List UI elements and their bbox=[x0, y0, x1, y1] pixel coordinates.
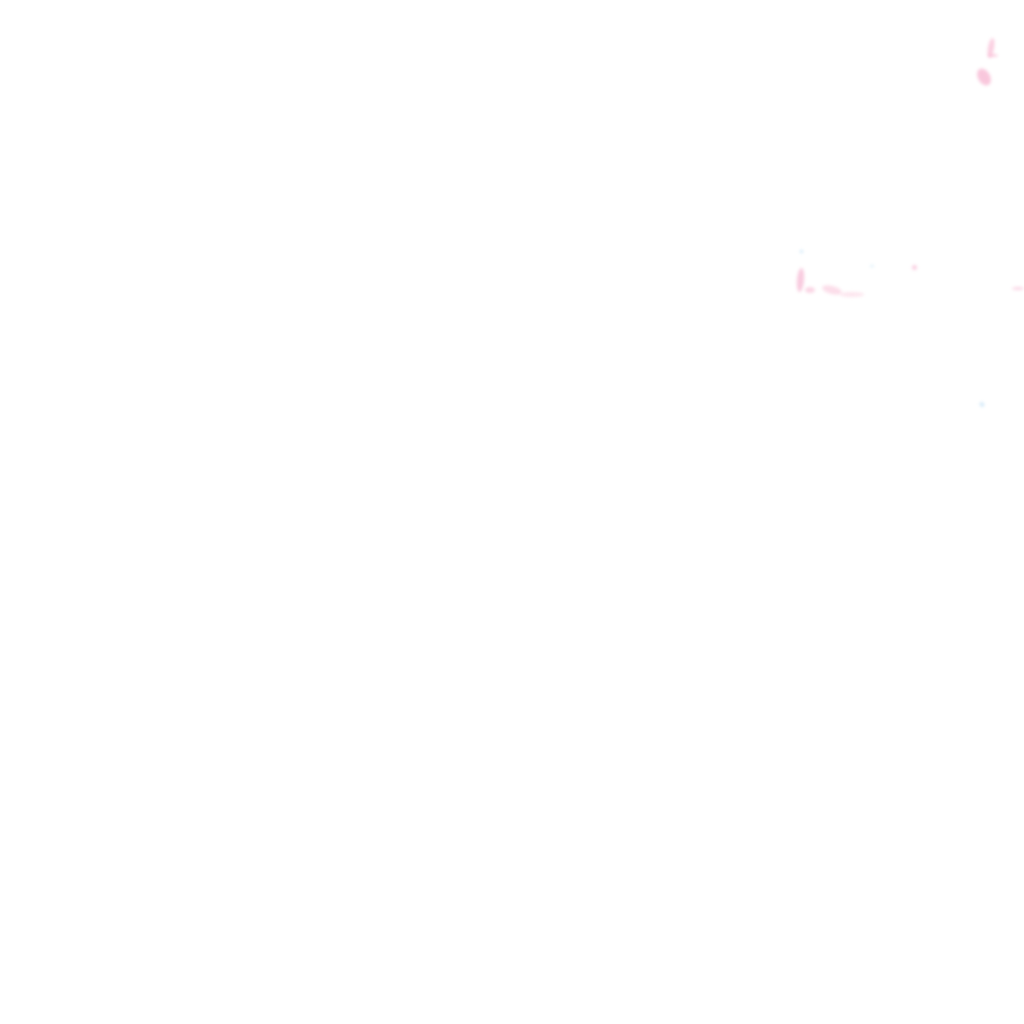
pink-smudge-mid-5 bbox=[912, 265, 917, 270]
pink-smudge-mid-4 bbox=[840, 292, 864, 297]
pink-smudge-mid-1 bbox=[795, 267, 806, 293]
blue-speck-2 bbox=[870, 265, 874, 267]
pink-smudge-edge bbox=[1012, 287, 1024, 290]
pink-smudge-top-3 bbox=[974, 66, 994, 88]
pink-smudge-mid-2 bbox=[805, 287, 815, 293]
blue-speck-1 bbox=[800, 250, 803, 253]
blue-speck-3 bbox=[979, 401, 985, 408]
pink-smudge-top-2 bbox=[988, 54, 998, 57]
